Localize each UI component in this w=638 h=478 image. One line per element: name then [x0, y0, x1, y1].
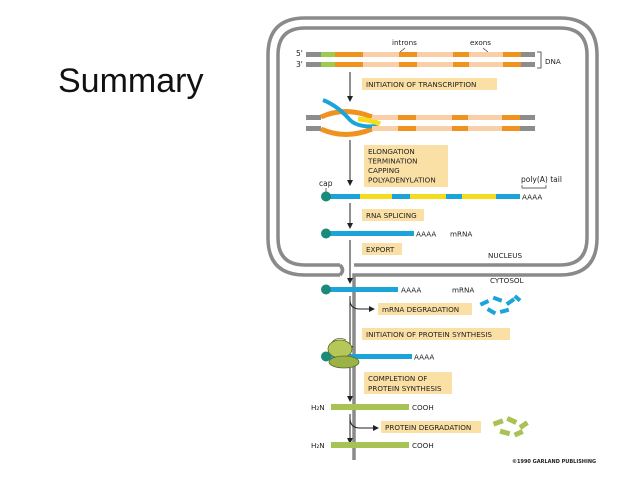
introns-pointer — [399, 47, 406, 53]
nucleus-envelope-outer — [266, 16, 599, 460]
svg-text:PROTEIN DEGRADATION: PROTEIN DEGRADATION — [385, 423, 471, 432]
svg-text:mRNA: mRNA — [450, 230, 472, 239]
cap-label: cap — [319, 179, 333, 188]
transcription-bubble — [306, 98, 535, 137]
svg-text:ELONGATION: ELONGATION — [368, 147, 415, 156]
five-prime-label: 5' — [296, 49, 303, 58]
introns-label: introns — [392, 38, 417, 47]
protein-chain: H₂N COOH — [311, 403, 434, 412]
svg-text:AAAA: AAAA — [414, 353, 434, 362]
svg-text:COMPLETION OF: COMPLETION OF — [368, 374, 427, 383]
h2n-label: H₂N — [311, 403, 325, 412]
nucleus-envelope-inner — [276, 26, 589, 267]
svg-text:RNA SPLICING: RNA SPLICING — [366, 211, 417, 220]
step-protein-degradation: PROTEIN DEGRADATION — [381, 421, 481, 433]
cap-icon — [321, 351, 331, 362]
svg-text:PROTEIN SYNTHESIS: PROTEIN SYNTHESIS — [368, 384, 442, 393]
svg-text:POLYADENYLATION: POLYADENYLATION — [368, 176, 436, 185]
cap-icon — [321, 228, 331, 239]
nucleus-label: NUCLEUS — [488, 251, 522, 260]
step-completion-of-protein-synthesis: COMPLETION OF PROTEIN SYNTHESIS — [364, 372, 452, 394]
svg-text:AAAA: AAAA — [416, 230, 436, 239]
h2n-label: H₂N — [311, 441, 325, 450]
svg-text:CAPPING: CAPPING — [368, 166, 400, 175]
protein-fragments-icon — [492, 416, 529, 438]
nuclear-pore-passage — [338, 263, 345, 277]
svg-text:EXPORT: EXPORT — [366, 245, 395, 254]
primary-transcript: cap AAAA poly(A) tail — [319, 175, 562, 202]
step-initiation-of-transcription: INITIATION OF TRANSCRIPTION — [362, 78, 497, 90]
svg-text:AAAA: AAAA — [401, 286, 421, 295]
cytosol-label: CYTOSOL — [490, 276, 524, 285]
step-initiation-of-protein-synthesis: INITIATION OF PROTEIN SYNTHESIS — [362, 328, 510, 340]
cytosolic-mrna: AAAA mRNA — [321, 284, 474, 295]
protein-chain-final: H₂N COOH — [311, 441, 434, 450]
svg-text:INITIATION OF PROTEIN SYNTHESI: INITIATION OF PROTEIN SYNTHESIS — [366, 330, 492, 339]
dna-label: DNA — [545, 57, 561, 66]
svg-text:TERMINATION: TERMINATION — [367, 157, 418, 166]
cooh-label: COOH — [412, 441, 434, 450]
cap-icon — [321, 191, 331, 202]
exons-label: exons — [470, 38, 491, 47]
mrna-fragments-icon — [479, 294, 522, 316]
translating-mrna: AAAA — [321, 338, 434, 369]
three-prime-label: 3' — [296, 60, 303, 69]
step-export: EXPORT — [362, 243, 402, 255]
copyright-label: ©1990 GARLAND PUBLISHING — [512, 459, 596, 465]
step-mrna-degradation: mRNA DEGRADATION — [378, 303, 472, 315]
mature-mrna-nucleus: AAAA mRNA — [321, 228, 472, 239]
dna-double-strand: 5' 3' introns exons DNA — [296, 38, 561, 69]
cooh-label: COOH — [412, 403, 434, 412]
step-elongation-termination-capping-polyadenylation: ELONGATION TERMINATION CAPPING POLYADENY… — [364, 145, 448, 187]
dna-bracket — [537, 51, 542, 69]
polya-tail-label: poly(A) tail — [521, 175, 562, 184]
svg-text:INITIATION OF TRANSCRIPTION: INITIATION OF TRANSCRIPTION — [366, 80, 476, 89]
ribosome-icon — [327, 338, 360, 369]
svg-text:mRNA DEGRADATION: mRNA DEGRADATION — [382, 305, 459, 314]
svg-text:mRNA: mRNA — [452, 286, 474, 295]
cap-icon — [321, 284, 331, 295]
exons-pointer — [482, 47, 489, 53]
slide-title: Summary — [58, 62, 204, 100]
step-rna-splicing: RNA SPLICING — [362, 209, 424, 221]
svg-text:AAAA: AAAA — [522, 193, 542, 202]
